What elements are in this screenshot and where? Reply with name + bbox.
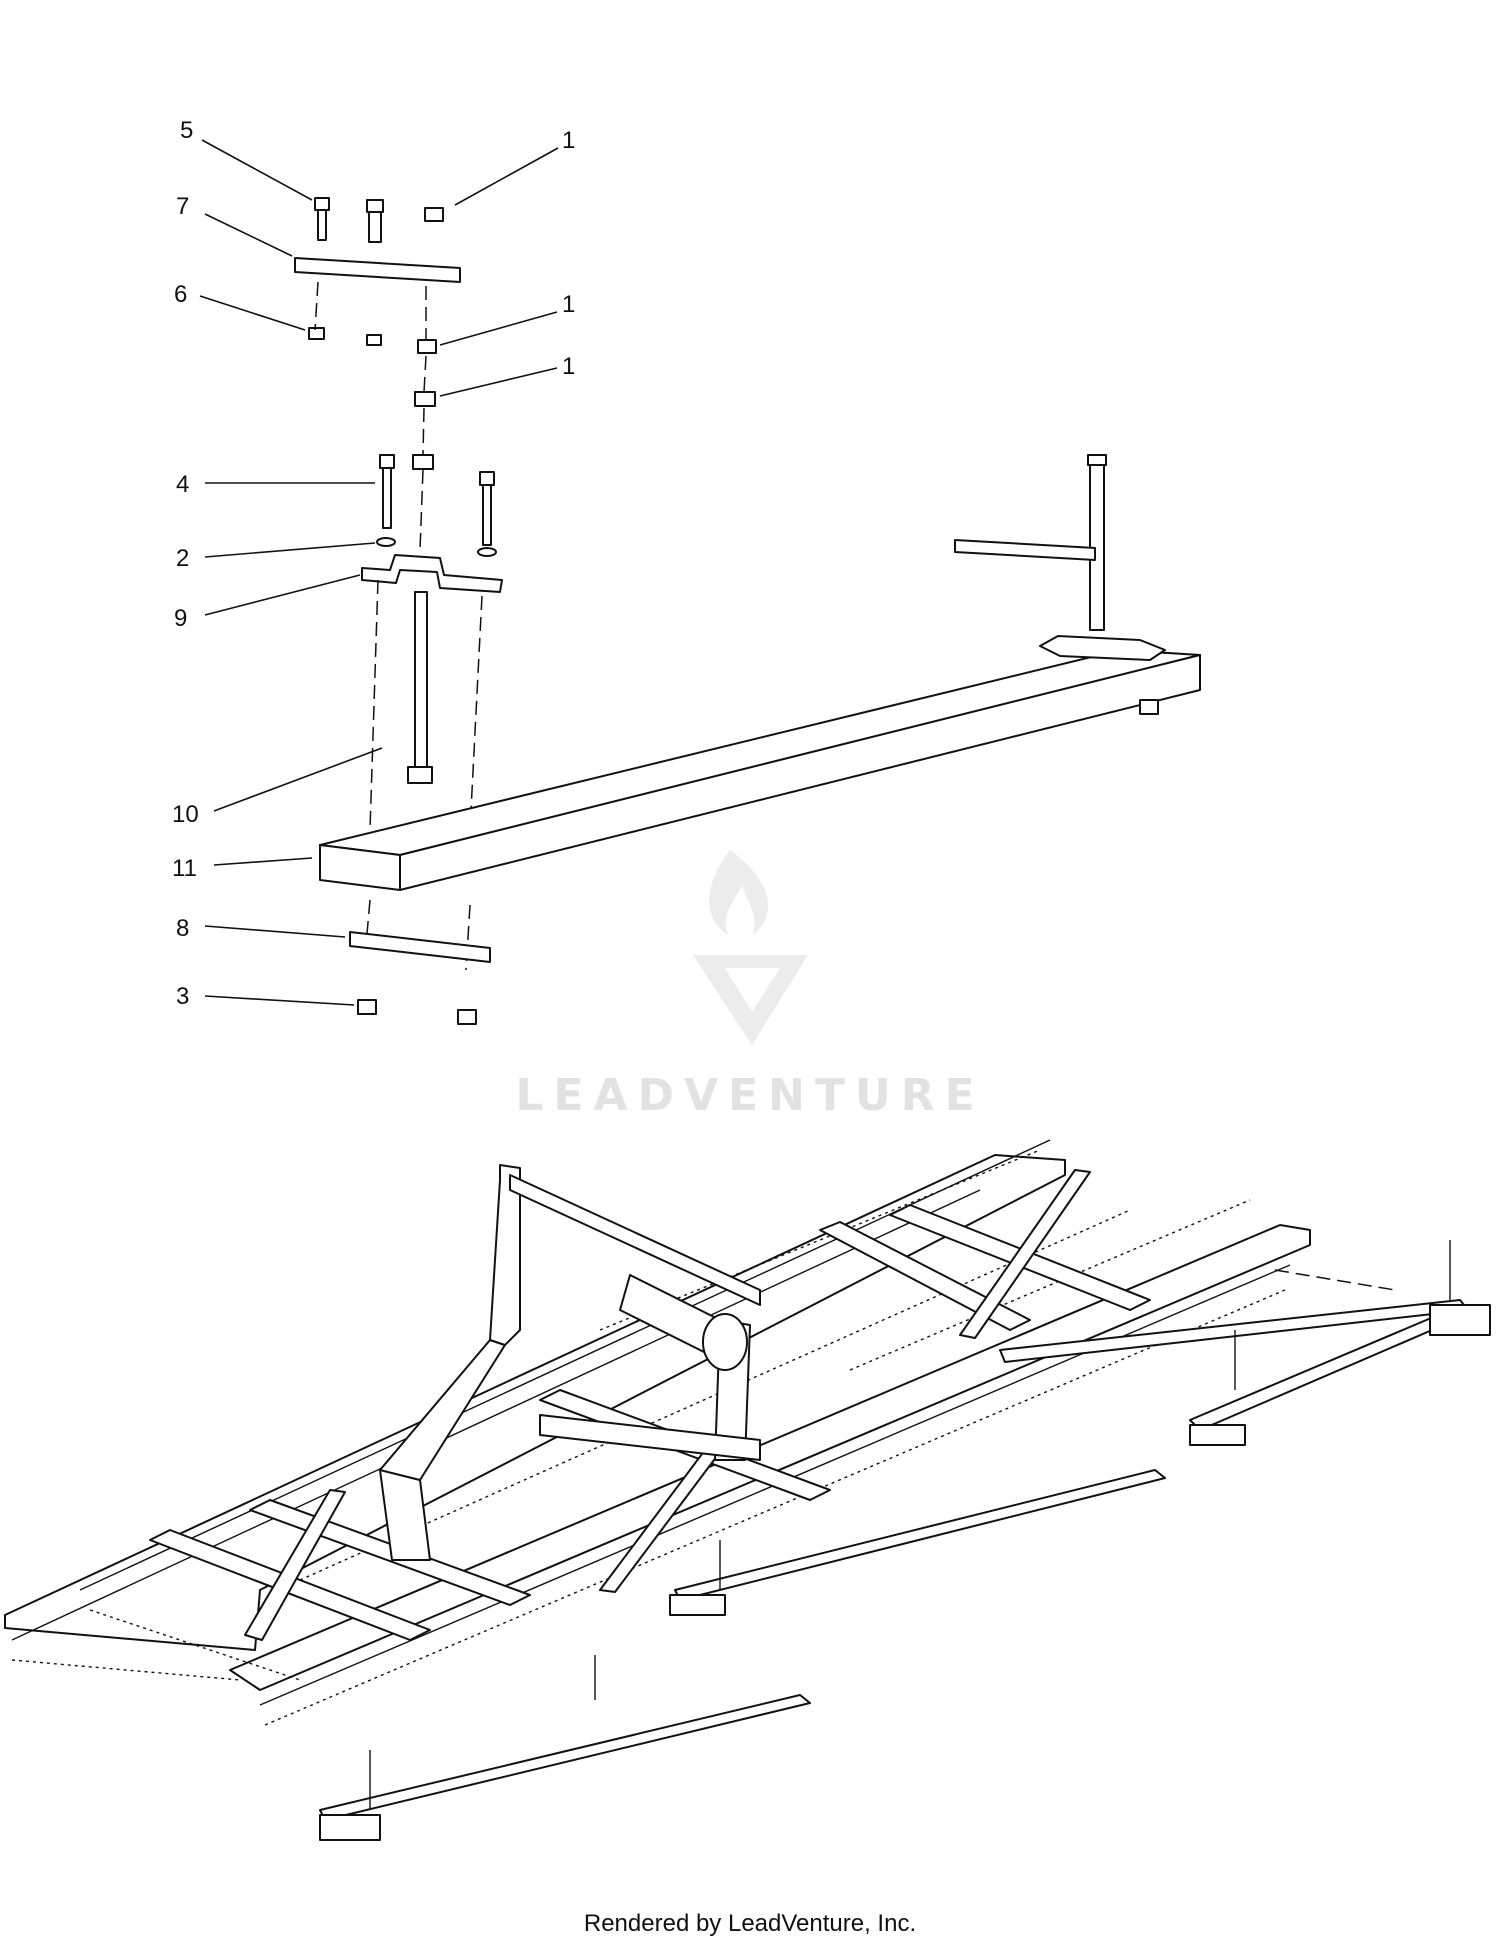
callout-label: 6 [174, 281, 187, 308]
leadventure-watermark: LEADVENTURE [515, 850, 984, 1121]
callout-label: 9 [174, 605, 187, 632]
callout-label: 10 [172, 801, 199, 828]
footer-credit: Rendered by LeadVenture, Inc. [583, 1910, 917, 1937]
callout-label: 8 [176, 915, 189, 942]
callout-label: 1 [562, 353, 575, 380]
exploded-hardware [294, 197, 1201, 1025]
callout-label: 7 [176, 193, 189, 220]
callout-label: 1 [562, 127, 575, 154]
leader-lines [199, 139, 559, 1006]
callout-label: 2 [176, 545, 189, 572]
callout-label: 3 [176, 983, 189, 1010]
callout-labels: 5 1 7 6 1 1 4 2 9 10 11 8 3 [172, 117, 575, 1010]
callout-label: 1 [562, 291, 575, 318]
callout-label: 11 [172, 855, 197, 882]
harrow-assembly [4, 1139, 1491, 1841]
callout-label: 5 [180, 117, 193, 144]
watermark-text: LEADVENTURE [515, 1070, 984, 1121]
callout-label: 4 [176, 471, 189, 498]
